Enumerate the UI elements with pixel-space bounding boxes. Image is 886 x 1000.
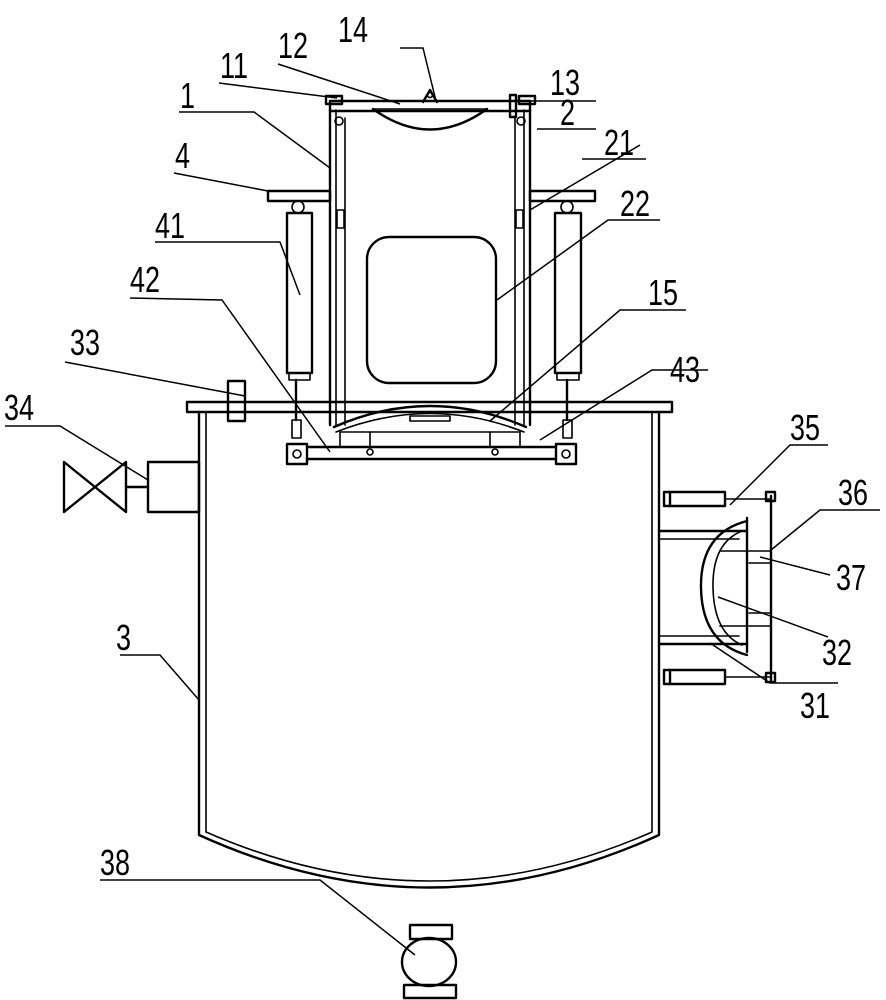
bottom-dome xyxy=(332,404,528,433)
main-tank xyxy=(185,400,674,889)
label-32: 32 xyxy=(822,632,852,673)
label-14: 14 xyxy=(338,9,368,50)
side-port-assembly xyxy=(657,490,777,686)
inner-cylinder xyxy=(328,108,532,427)
top-lid xyxy=(324,88,537,131)
label-15: 15 xyxy=(648,272,678,313)
label-11: 11 xyxy=(220,45,248,86)
label-38: 38 xyxy=(100,842,130,883)
label-33: 33 xyxy=(70,322,100,363)
label-36: 36 xyxy=(838,472,868,513)
label-42: 42 xyxy=(130,259,160,300)
label-31: 31 xyxy=(800,685,830,726)
label-22: 22 xyxy=(620,183,650,224)
flange-post xyxy=(226,379,247,423)
label-43: 43 xyxy=(670,349,700,390)
label-3: 3 xyxy=(116,617,131,658)
inlet-valve xyxy=(62,460,201,514)
label-12: 12 xyxy=(278,25,308,66)
label-41: 41 xyxy=(155,205,185,246)
label-13: 13 xyxy=(550,62,580,103)
part-labels: 1 2 3 4 11 12 13 14 15 21 22 31 32 33 34… xyxy=(4,9,868,883)
label-2: 2 xyxy=(560,92,575,133)
bottom-outlet xyxy=(400,923,458,1000)
label-21: 21 xyxy=(604,122,634,163)
label-35: 35 xyxy=(790,407,820,448)
label-34: 34 xyxy=(4,387,34,428)
lifting-frame xyxy=(266,189,597,466)
label-4: 4 xyxy=(175,135,190,176)
label-37: 37 xyxy=(836,557,866,598)
label-1: 1 xyxy=(180,75,195,116)
leader-lines xyxy=(5,47,880,956)
